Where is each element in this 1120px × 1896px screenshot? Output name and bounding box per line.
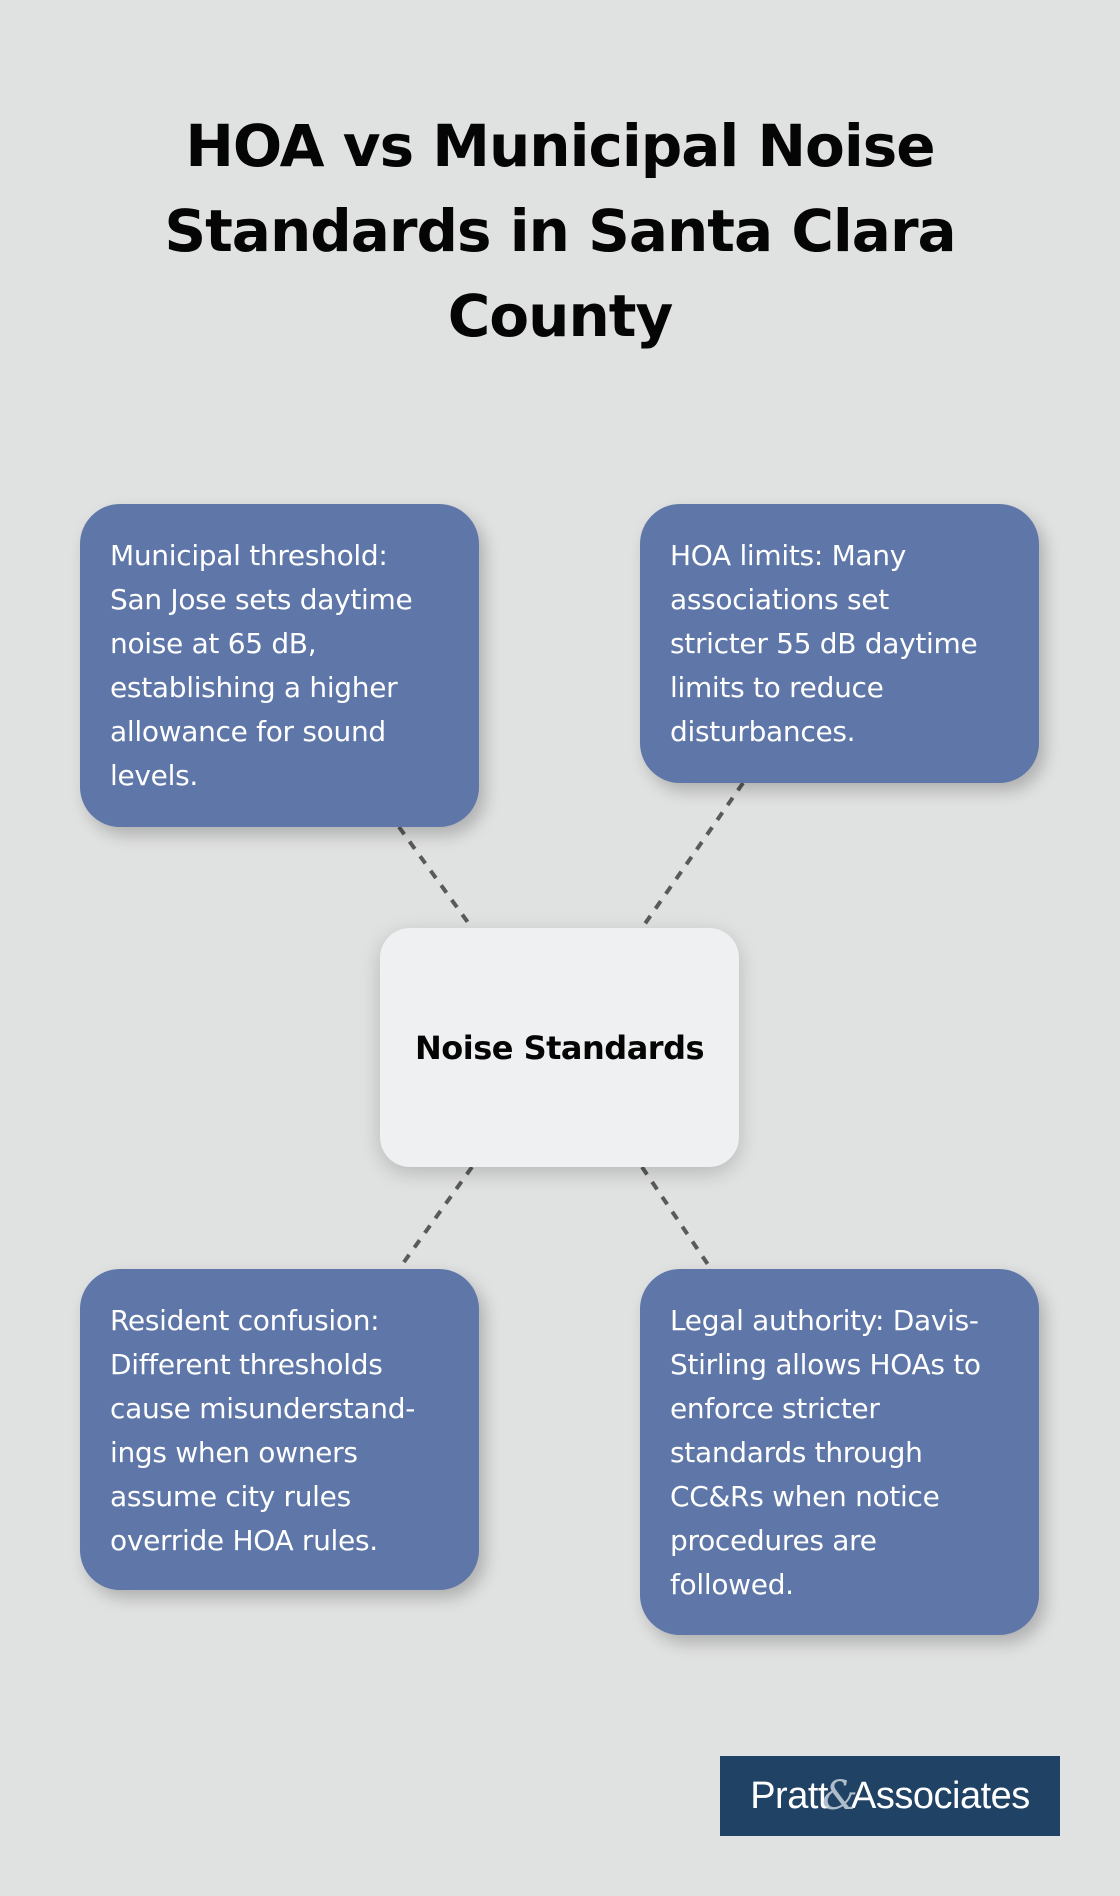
- connector-top-left: [397, 825, 474, 930]
- center-node-noise-standards: Noise Standards: [380, 928, 739, 1167]
- pratt-associates-logo: Pratt & Associates: [720, 1756, 1060, 1836]
- page-title: HOA vs Municipal Noise Standards in Sant…: [0, 104, 1120, 359]
- center-node-label: Noise Standards: [414, 1028, 705, 1067]
- node-hoa-limits: HOA limits: Many associations set strict…: [640, 504, 1039, 783]
- node-municipal-threshold: Municipal threshold: San Jose sets dayti…: [80, 504, 479, 827]
- title-line-1: HOA vs Municipal Noise: [185, 112, 935, 180]
- node-resident-confusion: Resident confusion: Different thresholds…: [80, 1269, 479, 1590]
- connector-bottom-left: [397, 1165, 474, 1271]
- logo-ampersand-icon: &: [821, 1773, 858, 1819]
- connector-bottom-right: [640, 1165, 713, 1271]
- title-line-2: Standards in Santa Clara: [164, 197, 956, 265]
- title-line-3: County: [447, 282, 674, 350]
- node-legal-authority: Legal authority: Davis- Stirling allows …: [640, 1269, 1039, 1635]
- logo-text-associates: Associates: [851, 1774, 1030, 1817]
- logo-text-pratt: Pratt: [750, 1774, 828, 1817]
- connector-top-right: [640, 781, 745, 930]
